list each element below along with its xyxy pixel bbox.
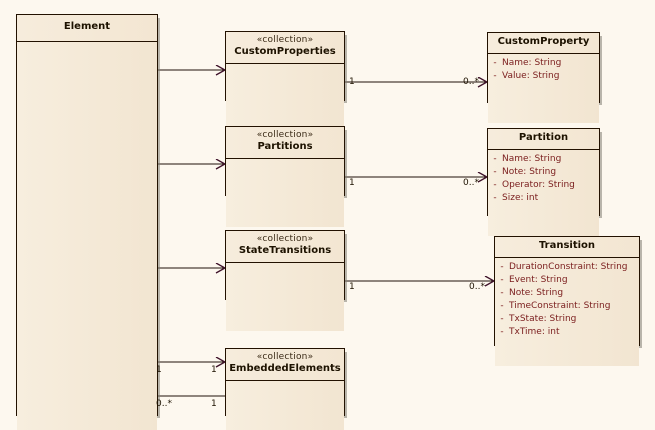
attribute-row: - Size: int — [488, 192, 599, 205]
class-node-embedded-elements[interactable]: «collection» EmbeddedElements — [225, 348, 345, 430]
class-node-state-transitions[interactable]: «collection» StateTransitions — [225, 230, 345, 331]
attribute-signature: Note: String — [502, 166, 557, 177]
visibility-marker: - — [493, 153, 497, 164]
attribute-signature: DurationConstraint: String — [509, 261, 628, 272]
visibility-marker: - — [500, 326, 504, 337]
class-node-transition[interactable]: Transition - DurationConstraint: String … — [494, 236, 640, 366]
class-attributes-custom-property: - Name: String - Value: String — [488, 53, 599, 123]
multiplicity-label-embeddedelements-out-target: 1 — [211, 365, 217, 375]
stereotype-label: «collection» — [256, 130, 314, 140]
class-node-partition[interactable]: Partition - Name: String - Note: String … — [487, 128, 600, 236]
attribute-row: - Operator: String — [488, 179, 599, 192]
attribute-row: - DurationConstraint: String — [495, 261, 639, 274]
attribute-row: - Value: String — [488, 70, 599, 83]
class-header-custom-property: CustomProperty — [488, 33, 599, 54]
attribute-signature: Name: String — [502, 57, 562, 68]
class-attributes-custom-properties — [226, 63, 344, 132]
attribute-signature: TxState: String — [509, 313, 577, 324]
visibility-marker: - — [500, 287, 504, 298]
visibility-marker: - — [500, 274, 504, 285]
multiplicity-label-partition-target: 0..* — [463, 178, 479, 188]
class-header-element: Element — [17, 15, 157, 42]
class-attributes-partitions — [226, 158, 344, 227]
class-name-partitions: Partitions — [257, 141, 313, 153]
class-header-custom-properties: «collection» CustomProperties — [226, 32, 344, 64]
class-node-custom-properties[interactable]: «collection» CustomProperties — [225, 31, 345, 132]
stereotype-label: «collection» — [256, 352, 314, 362]
visibility-marker: - — [493, 192, 497, 203]
attribute-row: - TimeConstraint: String — [495, 300, 639, 313]
stereotype-label: «collection» — [256, 35, 314, 45]
attribute-row: - TxTime: int — [495, 326, 639, 339]
multiplicity-label-transition-target: 0..* — [469, 282, 485, 292]
attribute-signature: Note: String — [509, 287, 564, 298]
multiplicity-label-embeddedelements-back-source: 0..* — [156, 399, 172, 409]
attribute-row: - Note: String — [495, 287, 639, 300]
class-header-transition: Transition — [495, 237, 639, 258]
class-attributes-transition: - DurationConstraint: String - Event: St… — [495, 257, 639, 366]
visibility-marker: - — [500, 300, 504, 311]
attribute-signature: TimeConstraint: String — [509, 300, 611, 311]
class-node-element[interactable]: Element — [16, 14, 158, 430]
class-attributes-element — [17, 41, 157, 430]
visibility-marker: - — [493, 70, 497, 81]
visibility-marker: - — [500, 313, 504, 324]
class-name-transition: Transition — [538, 240, 596, 251]
attribute-signature: Size: int — [502, 192, 539, 203]
class-node-partitions[interactable]: «collection» Partitions — [225, 126, 345, 227]
class-header-partition: Partition — [488, 129, 599, 150]
class-name-custom-properties: CustomProperties — [234, 46, 336, 58]
class-name-partition: Partition — [518, 132, 569, 143]
attribute-row: - Event: String — [495, 274, 639, 287]
class-name-embedded-elements: EmbeddedElements — [229, 363, 341, 375]
visibility-marker: - — [493, 179, 497, 190]
multiplicity-label-embeddedelements-out-source: 1 — [156, 365, 162, 375]
class-header-embedded-elements: «collection» EmbeddedElements — [226, 349, 344, 381]
class-node-custom-property[interactable]: CustomProperty - Name: String - Value: S… — [487, 32, 600, 123]
class-name-element: Element — [63, 21, 111, 32]
multiplicity-label-partitions-source: 1 — [349, 178, 355, 188]
attribute-signature: Name: String — [502, 153, 562, 164]
class-header-state-transitions: «collection» StateTransitions — [226, 231, 344, 263]
visibility-marker: - — [493, 57, 497, 68]
class-attributes-partition: - Name: String - Note: String - Operator… — [488, 149, 599, 236]
visibility-marker: - — [493, 166, 497, 177]
class-attributes-embedded-elements — [226, 380, 344, 430]
attribute-signature: Event: String — [509, 274, 568, 285]
attribute-signature: TxTime: int — [509, 326, 560, 337]
attribute-row: - Note: String — [488, 166, 599, 179]
visibility-marker: - — [500, 261, 504, 272]
stereotype-label: «collection» — [256, 234, 314, 244]
multiplicity-label-customproperties-source: 1 — [349, 77, 355, 87]
attribute-row: - Name: String — [488, 153, 599, 166]
class-header-partitions: «collection» Partitions — [226, 127, 344, 159]
attribute-signature: Operator: String — [502, 179, 575, 190]
class-name-custom-property: CustomProperty — [497, 36, 590, 47]
multiplicity-label-customproperty-target: 0..* — [463, 77, 479, 87]
class-attributes-state-transitions — [226, 262, 344, 331]
attribute-row: - Name: String — [488, 57, 599, 70]
attribute-row: - TxState: String — [495, 313, 639, 326]
multiplicity-label-embeddedelements-back-target: 1 — [211, 399, 217, 409]
attribute-signature: Value: String — [502, 70, 560, 81]
multiplicity-label-statetransitions-source: 1 — [349, 282, 355, 292]
class-name-state-transitions: StateTransitions — [238, 245, 332, 257]
